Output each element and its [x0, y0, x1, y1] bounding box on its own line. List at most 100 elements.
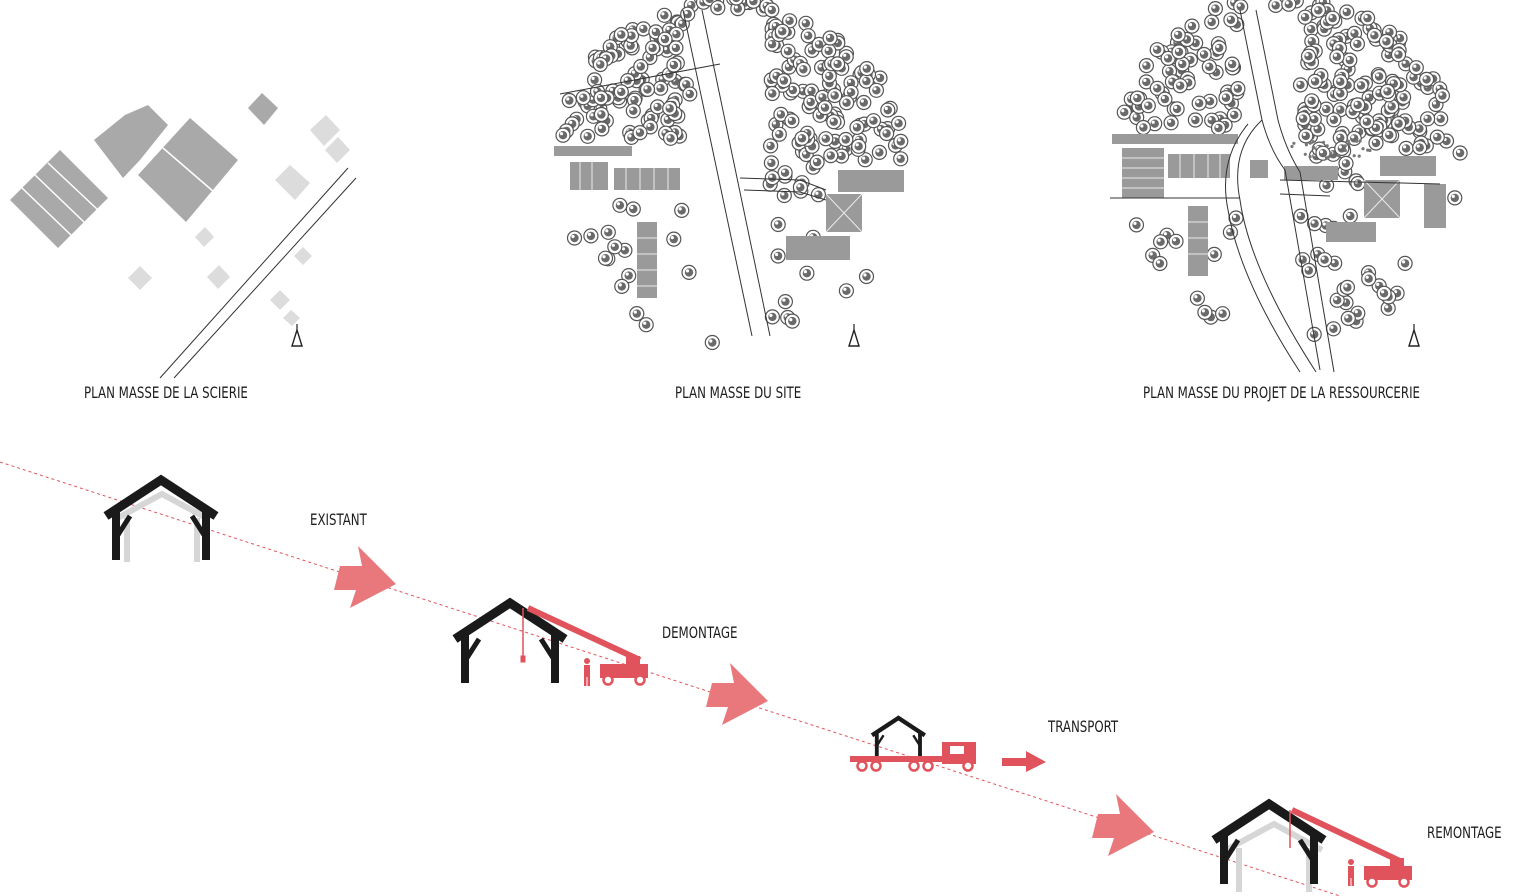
tree-icon: [1184, 18, 1200, 34]
tree-icon: [1412, 140, 1428, 156]
tree-icon: [893, 151, 909, 167]
tree-icon: [1128, 217, 1145, 233]
tree-icon: [662, 100, 678, 117]
tree-icon: [856, 94, 872, 111]
tree-icon: [1339, 279, 1356, 295]
tree-icon: [1204, 14, 1220, 30]
step-label-transport: TRANSPORT: [1048, 717, 1119, 736]
tree-icon: [593, 106, 610, 123]
tree-icon: [1342, 208, 1358, 224]
tree-icon: [666, 231, 682, 247]
tree-icon: [1292, 77, 1309, 93]
tree-icon: [827, 87, 843, 104]
tree-icon: [821, 68, 837, 84]
planting-dot: [1292, 141, 1296, 145]
plan-caption-scierie: PLAN MASSE DE LA SCIERIE: [84, 383, 248, 402]
tree-icon: [818, 131, 834, 147]
tree-icon: [1408, 60, 1424, 76]
tree-icon: [1197, 304, 1213, 320]
tree-icon: [878, 125, 895, 142]
tree-icon: [1397, 255, 1413, 271]
tree-icon: [638, 317, 654, 333]
planting-dot: [1343, 148, 1347, 153]
tree-icon: [593, 90, 609, 106]
planting-dot: [1325, 144, 1329, 148]
tree-icon: [1350, 97, 1366, 113]
tree-icon: [629, 306, 645, 322]
tree-icon: [1418, 71, 1435, 88]
planting-dot: [1366, 148, 1370, 152]
planting-dot: [1347, 142, 1351, 146]
tree-icon: [800, 28, 816, 44]
tree-icon: [763, 155, 780, 171]
tree-icon: [1325, 321, 1342, 337]
tree-icon: [632, 125, 648, 141]
arrow-icon: [1092, 794, 1154, 856]
tree-icon: [1206, 246, 1222, 262]
tree-icon: [1334, 140, 1350, 156]
planting-dot: [1324, 156, 1328, 160]
arrow-icon: [334, 546, 396, 608]
tree-icon: [704, 334, 720, 351]
planting-dot: [1336, 153, 1341, 158]
tree-icon: [597, 250, 614, 266]
tree-icon: [1207, 1, 1224, 17]
plan-scierie: [10, 93, 357, 379]
person-icon: [584, 658, 590, 686]
tree-icon: [1361, 271, 1377, 287]
tree-icon: [566, 230, 583, 246]
tree-icon: [1172, 78, 1188, 94]
tree-icon: [764, 170, 780, 186]
step-remontage: [1214, 804, 1412, 892]
planting-dot: [1308, 155, 1312, 159]
tree-icon: [1135, 119, 1152, 136]
tree-icon: [770, 216, 786, 233]
tree-icon: [880, 102, 896, 118]
tree-icon: [1326, 112, 1342, 128]
crane-icon: [1289, 807, 1412, 888]
tree-icon: [799, 265, 815, 281]
tree-icon: [1138, 57, 1155, 74]
tree-icon: [674, 202, 690, 218]
tree-icon: [652, 80, 669, 96]
tree-icon: [575, 90, 591, 106]
tree-icon: [771, 126, 787, 142]
tree-icon: [612, 197, 628, 213]
tree-icon: [1329, 49, 1345, 65]
tree-icon: [1268, 0, 1284, 14]
tree-icon: [682, 86, 698, 102]
north-arrow-icon: [291, 323, 303, 347]
tree-icon: [1297, 9, 1313, 25]
tree-icon: [795, 61, 812, 77]
tree-icon: [1171, 44, 1187, 60]
tree-icon: [859, 60, 875, 77]
tree-icon: [1332, 74, 1348, 90]
tree-icon: [1342, 52, 1358, 68]
tree-icon: [1191, 95, 1207, 111]
tree-icon: [1434, 87, 1451, 104]
tree-icon: [1157, 91, 1173, 107]
buildings: [554, 146, 904, 298]
planting-dot: [1346, 139, 1350, 143]
tree-icon: [1318, 177, 1335, 193]
north-arrow-icon: [1408, 323, 1420, 347]
step-label-demontage: DEMONTAGE: [662, 623, 738, 642]
tree-icon: [555, 127, 571, 143]
tree-icon: [635, 21, 652, 37]
tree-icon: [1224, 56, 1240, 72]
plan-caption-ressourcerie: PLAN MASSE DU PROJET DE LA RESSOURCERIE: [1143, 383, 1421, 402]
tree-icon: [849, 119, 865, 135]
tree-icon: [762, 138, 779, 154]
tree-icon: [625, 103, 641, 119]
tree-icon: [614, 278, 630, 294]
tree-icon: [1187, 112, 1204, 128]
roads: [1110, 9, 1441, 373]
tree-icon: [1211, 40, 1227, 56]
tree-icon: [1447, 190, 1463, 206]
tree-icon: [865, 113, 882, 129]
process-axis: [0, 461, 1341, 896]
step-demontage: [455, 603, 648, 686]
tree-icon: [1349, 36, 1366, 52]
tree-icon: [1307, 73, 1323, 90]
tree-icon: [1149, 42, 1165, 58]
